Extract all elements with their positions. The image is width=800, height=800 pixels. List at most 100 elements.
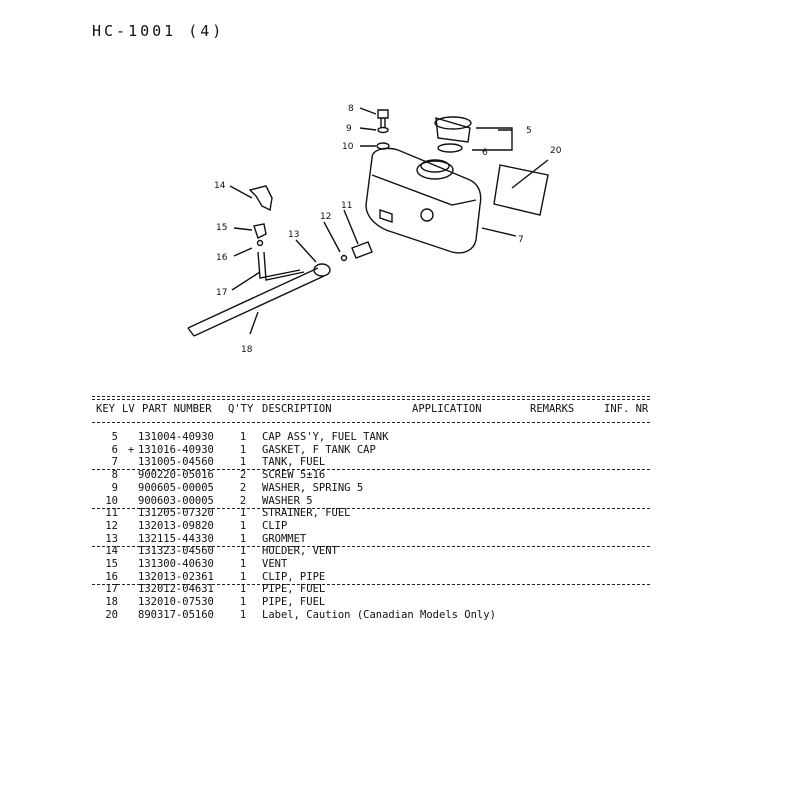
callout-11: 11 xyxy=(341,201,352,211)
key-cell: 16 xyxy=(105,570,118,583)
part-number-cell: 900220-05016 xyxy=(138,469,214,482)
grommet xyxy=(313,263,331,277)
callout-18: 18 xyxy=(241,345,253,355)
key-cell: 6 xyxy=(111,443,118,456)
qty-cell: 1 xyxy=(239,507,247,520)
qty-cell: 1 xyxy=(239,608,247,621)
qty-cell: 1 xyxy=(239,519,247,532)
part-number-cell: 131300-40630 xyxy=(138,558,214,570)
vent-pipe xyxy=(257,251,305,281)
key-cell: 12 xyxy=(105,519,118,532)
description-cell: TANK, FUEL xyxy=(262,456,326,469)
part-number-cell: 132115-44330 xyxy=(138,532,214,545)
qty-cell: 1 xyxy=(239,558,247,570)
description-cell: CLIP, PIPE xyxy=(262,570,326,583)
description-cell: Label, Caution (Canadian Models Only) xyxy=(262,608,496,621)
callout-10: 10 xyxy=(342,142,354,152)
callout-20: 20 xyxy=(550,146,562,156)
part-number-cell: 132010-07530 xyxy=(138,596,214,609)
description-cell: VENT xyxy=(262,558,288,570)
description-cell: GASKET, F TANK CAP xyxy=(262,443,376,456)
callout-15: 15 xyxy=(216,223,227,233)
table-row: 11 131205-07320 1 STRAINER, FUEL xyxy=(92,507,650,520)
qty-cell: 1 xyxy=(239,545,247,558)
qty-cell: 1 xyxy=(239,596,247,609)
description-cell: CAP ASS'Y, FUEL TANK xyxy=(262,431,389,443)
header-qty: Q'TY xyxy=(228,403,254,415)
key-cell: 18 xyxy=(105,596,118,609)
qty-cell: 2 xyxy=(239,481,247,494)
table-row: 5 131004-40930 1 CAP ASS'Y, FUEL TANK xyxy=(92,431,650,444)
callout-7: 7 xyxy=(518,235,524,245)
table-row: 8 900220-05016 2 SCREW 5±16 xyxy=(92,469,650,482)
fuel-cap xyxy=(435,117,471,143)
description-cell: GROMMET xyxy=(262,532,307,545)
vent xyxy=(253,223,267,239)
description-cell: WASHER, SPRING 5 xyxy=(262,481,364,494)
part-number-cell: 131005-04560 xyxy=(138,456,214,469)
description-cell: HOLDER, VENT xyxy=(262,545,338,558)
qty-cell: 2 xyxy=(239,469,247,482)
part-number-cell: 890317-05160 xyxy=(138,608,214,621)
part-number-cell: 132012-04631 xyxy=(138,583,214,596)
part-number-cell: 131004-40930 xyxy=(138,431,214,443)
screw xyxy=(377,109,389,128)
cap-gasket xyxy=(437,143,463,153)
qty-cell: 1 xyxy=(239,570,247,583)
key-cell: 11 xyxy=(105,507,118,520)
qty-cell: 2 xyxy=(239,494,247,507)
qty-cell: 1 xyxy=(239,583,247,596)
part-number-cell: 900603-00005 xyxy=(138,494,214,507)
qty-cell: 1 xyxy=(239,532,247,545)
header-inf-nr: INF. NR xyxy=(604,403,649,415)
key-cell: 13 xyxy=(105,532,118,545)
part-number-cell: 900605-00005 xyxy=(138,481,214,494)
fuel-strainer xyxy=(351,241,373,259)
callout-5: 5 xyxy=(526,126,532,136)
table-top-rule xyxy=(92,396,650,397)
table-header-rule xyxy=(92,422,650,423)
callout-16: 16 xyxy=(216,253,228,263)
qty-cell: 1 xyxy=(239,443,247,456)
spring-washer xyxy=(377,126,389,134)
page-title: HC-1001 (4) xyxy=(92,22,225,40)
description-cell: PIPE, FUEL xyxy=(262,596,326,609)
table-row: 15 131300-40630 1 VENT xyxy=(92,558,650,571)
qty-cell: 1 xyxy=(239,431,247,443)
key-cell: 15 xyxy=(105,558,118,570)
table-row: 18 132010-07530 1 PIPE, FUEL xyxy=(92,596,650,609)
fuel-pipe xyxy=(187,267,325,337)
callout-8: 8 xyxy=(348,104,354,114)
key-cell: 7 xyxy=(111,456,118,469)
description-cell: SCREW 5±16 xyxy=(262,469,326,482)
part-number-cell: 132013-09820 xyxy=(138,519,214,532)
description-cell: PIPE, FUEL xyxy=(262,583,326,596)
caution-label xyxy=(493,164,549,216)
description-cell: STRAINER, FUEL xyxy=(262,507,351,520)
key-cell: 8 xyxy=(111,469,118,482)
header-lv: LV xyxy=(122,403,135,415)
part-number-cell: 131205-07320 xyxy=(138,507,214,520)
part-number-cell: 131323-04560 xyxy=(138,545,214,558)
table-top-rule-2 xyxy=(92,399,650,400)
key-cell: 5 xyxy=(111,431,118,443)
description-cell: WASHER 5 xyxy=(262,494,313,507)
tank-filler-neck xyxy=(416,160,454,180)
callout-17: 17 xyxy=(216,288,227,298)
header-application: APPLICATION xyxy=(412,403,482,415)
header-remarks: REMARKS xyxy=(530,403,575,415)
table-header: KEY LV PART NUMBER Q'TY DESCRIPTION APPL… xyxy=(92,403,652,417)
description-cell: CLIP xyxy=(262,519,288,532)
exploded-parts-diagram: 8 9 10 5 6 20 14 15 16 17 18 13 12 11 7 xyxy=(187,104,562,355)
key-cell: 17 xyxy=(105,583,118,596)
table-row: 13 132115-44330 1 GROMMET xyxy=(92,533,650,547)
washer xyxy=(376,142,390,150)
table-row: 17 132012-04631 1 PIPE, FUEL xyxy=(92,583,650,596)
callout-13: 13 xyxy=(288,230,299,240)
part-number-cell: 131016-40930 xyxy=(138,443,214,456)
